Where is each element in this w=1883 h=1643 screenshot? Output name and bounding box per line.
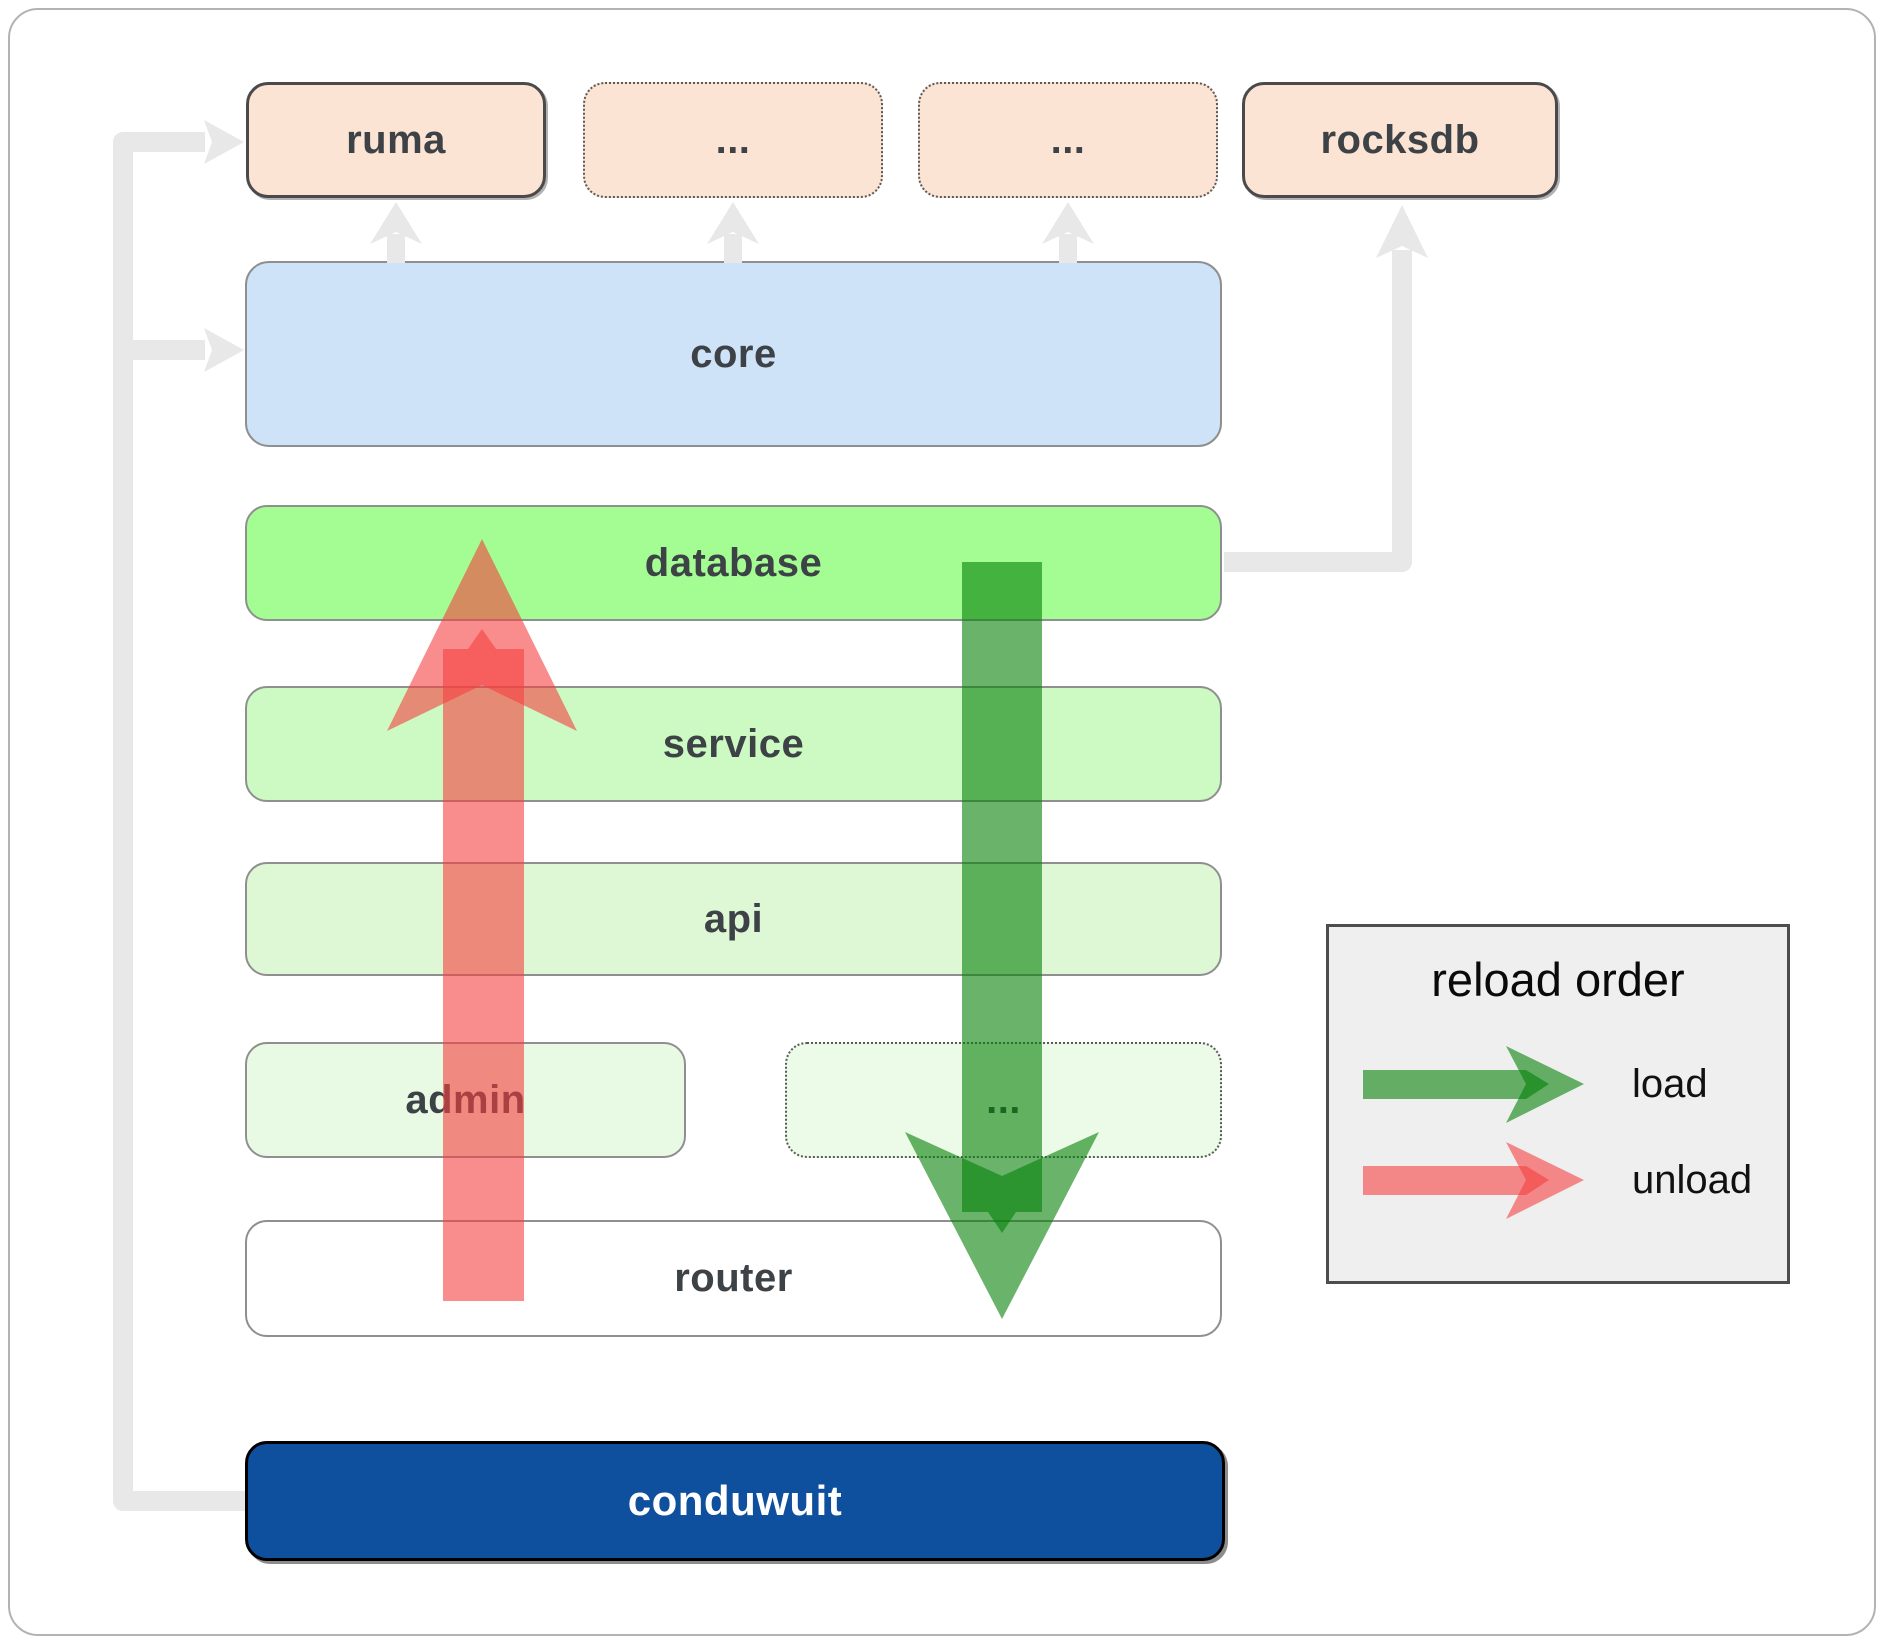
node-conduwuit: conduwuit	[245, 1441, 1225, 1561]
node-ellipsis-3-label: ...	[986, 1077, 1021, 1122]
node-router: router	[245, 1220, 1222, 1337]
node-rocksdb: rocksdb	[1242, 82, 1558, 198]
node-api-label: api	[703, 896, 764, 941]
node-api: api	[245, 862, 1222, 976]
node-ellipsis-1-label: ...	[715, 117, 751, 162]
legend-unload-label: unload	[1632, 1157, 1753, 1202]
node-ellipsis-3: ...	[785, 1042, 1222, 1158]
node-rocksdb-label: rocksdb	[1320, 117, 1480, 162]
node-ruma-label: ruma	[346, 117, 446, 162]
node-ellipsis-2: ...	[918, 82, 1218, 198]
node-router-label: router	[674, 1256, 793, 1300]
node-database-label: database	[644, 540, 823, 585]
node-admin: admin	[245, 1042, 686, 1158]
node-core-label: core	[690, 331, 777, 376]
node-ellipsis-2-label: ...	[1050, 117, 1086, 162]
legend-title: reload order	[1431, 953, 1685, 1006]
diagram-frame	[8, 8, 1876, 1636]
node-service: service	[245, 686, 1222, 802]
legend-load-label: load	[1632, 1061, 1708, 1106]
node-conduwuit-label: conduwuit	[627, 1477, 843, 1524]
node-ellipsis-1: ...	[583, 82, 883, 198]
node-admin-label: admin	[405, 1077, 526, 1122]
node-ruma: ruma	[246, 82, 546, 198]
node-service-label: service	[662, 721, 805, 766]
node-core: core	[245, 261, 1222, 447]
node-database: database	[245, 505, 1222, 621]
